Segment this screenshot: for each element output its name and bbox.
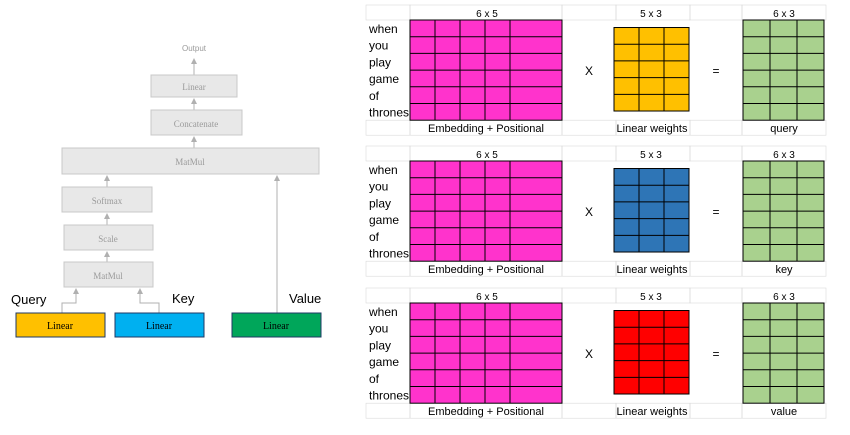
word-row-label: play [369,55,391,69]
weights-caption: Linear weights [617,123,688,135]
output-dim-label: 6 x 3 [773,9,795,20]
output-dim-label: 6 x 3 [773,150,795,161]
output-caption: value [771,406,797,418]
word-row-label: game [369,355,399,369]
linear-top-label: Linear [182,82,205,92]
multiply-operator: X [585,64,593,78]
key-linear-box [114,312,205,338]
sheet-header-cell [365,4,411,21]
equals-operator: = [712,347,719,361]
query-label: Query [11,292,47,307]
input-caption: Embedding + Positional [428,406,544,418]
weights-dim-label: 5 x 3 [640,292,662,303]
sheet-header-cell [689,287,743,304]
query-linear-label: Linear [47,321,74,332]
output-label: Output [182,44,207,53]
sheet-header-cell [365,145,411,162]
input-caption: Embedding + Positional [428,123,544,135]
sheet-caption-cell [689,402,743,419]
weights-caption: Linear weights [617,406,688,418]
attention-flowchart: Output Linear Concatenate MatMul Softmax… [11,44,322,338]
sheet-caption-cell [365,402,411,419]
concatenate-box [150,109,243,136]
word-row-label: when [368,22,398,36]
word-row-label: game [369,72,399,86]
softmax-box [61,186,153,213]
sheet-caption-cell [689,119,743,136]
word-row-label: you [369,180,388,194]
word-row-label: when [368,305,398,319]
scale-box [63,224,154,251]
sheet-caption-cell [365,119,411,136]
value-linear-label: Linear [263,321,290,332]
query-connector [61,288,79,313]
weights-dim-label: 5 x 3 [640,150,662,161]
word-row-label: thrones [369,106,409,120]
output-dim-label: 6 x 3 [773,292,795,303]
sheet-caption-cell [689,260,743,277]
equals-operator: = [712,205,719,219]
softmax-label: Softmax [92,196,123,206]
input-dim-label: 6 x 5 [476,9,498,20]
word-row-label: of [369,89,380,103]
sheet-header-cell [365,287,411,304]
sheet-header-cell [689,145,743,162]
word-row-label: when [368,163,398,177]
value-linear-box [231,312,322,338]
matrix-block-query: 6 x 5 5 x 3 6 x 3 when you play game of thrones X… [365,4,827,136]
sheet-caption-cell [561,402,617,419]
query-linear-box [15,312,106,338]
value-label: Value [289,291,321,306]
word-row-label: thrones [369,247,409,261]
word-row-label: you [369,322,388,336]
sheet-header-cell [561,4,617,21]
output-caption: query [770,123,798,135]
matrix-block-value: 6 x 5 5 x 3 6 x 3 when you play game of thrones X… [365,287,827,419]
multiply-operator: X [585,205,593,219]
key-connector [137,288,160,313]
word-row-label: of [369,372,380,386]
key-label: Key [172,291,195,306]
linear-top-box [150,74,238,98]
word-row-label: of [369,230,380,244]
weights-caption: Linear weights [617,264,688,276]
concatenate-label: Concatenate [174,119,218,129]
input-dim-label: 6 x 5 [476,292,498,303]
sheet-caption-cell [561,119,617,136]
key-linear-label: Linear [146,321,173,332]
scale-label: Scale [98,234,118,244]
word-row-label: thrones [369,389,409,403]
sheet-caption-cell [365,260,411,277]
sheet-header-cell [561,287,617,304]
equals-operator: = [712,64,719,78]
word-row-label: game [369,213,399,227]
weights-matrix [613,310,690,395]
matmul-top-box [61,147,320,175]
sheet-header-cell [689,4,743,21]
multiply-operator: X [585,347,593,361]
matmul-bottom-label: MatMul [93,271,123,281]
weights-dim-label: 5 x 3 [640,9,662,20]
matmul-top-label: MatMul [175,157,205,167]
weights-matrix [613,27,690,112]
weights-matrix [613,168,690,253]
input-caption: Embedding + Positional [428,264,544,276]
word-row-label: you [369,39,388,53]
input-dim-label: 6 x 5 [476,150,498,161]
sheet-header-cell [561,145,617,162]
matmul-bottom-box [63,261,154,288]
matrix-block-key: 6 x 5 5 x 3 6 x 3 when you play game of thrones X… [365,145,827,277]
word-row-label: play [369,196,391,210]
sheet-caption-cell [561,260,617,277]
output-caption: key [775,264,793,276]
word-row-label: play [369,338,391,352]
